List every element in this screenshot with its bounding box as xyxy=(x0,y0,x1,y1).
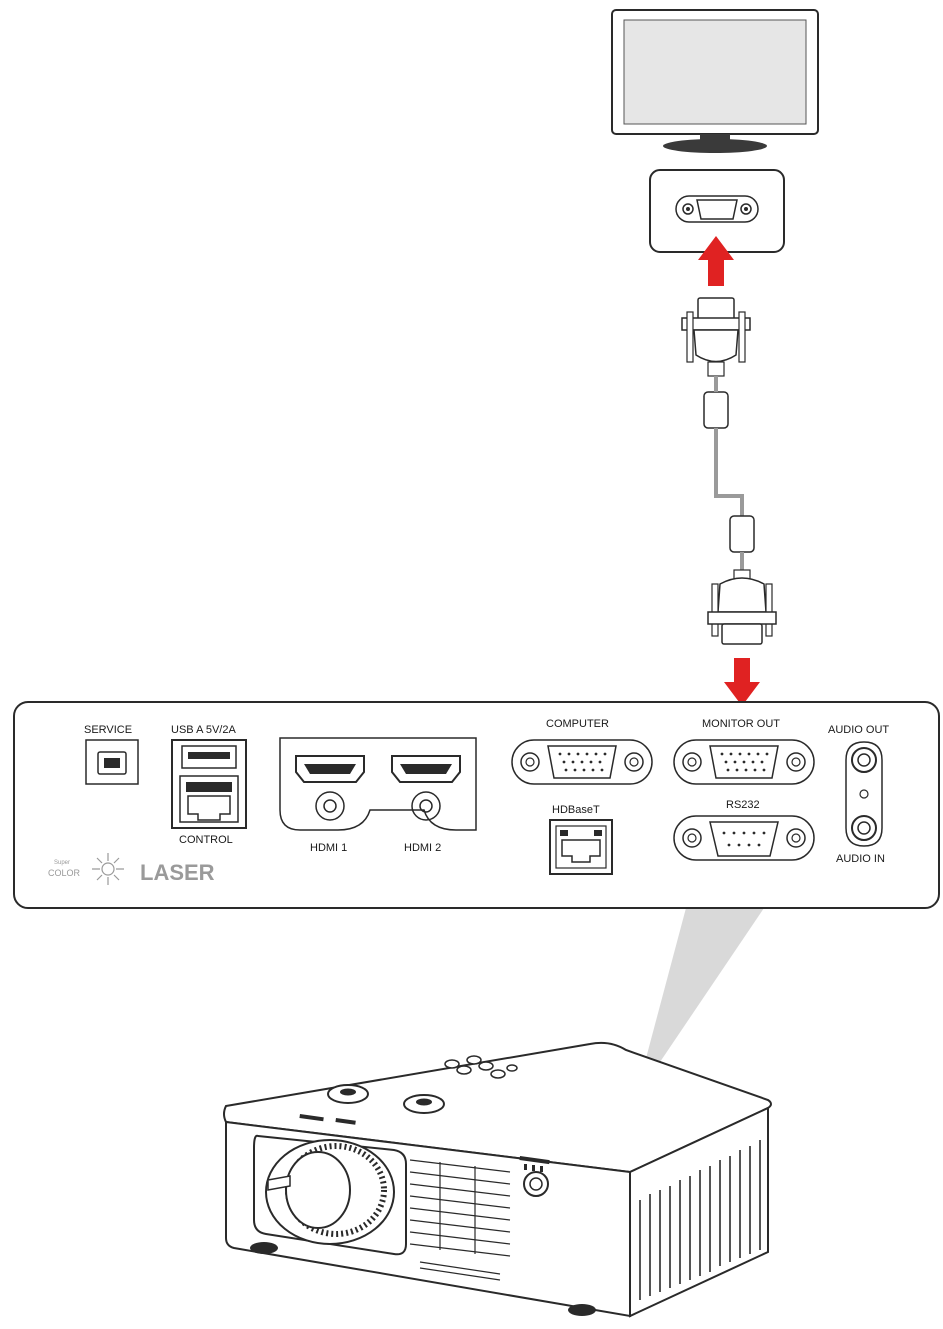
label-hdbaset: HDBaseT xyxy=(552,804,600,816)
computer-vga-port xyxy=(511,739,653,785)
callout-wedge xyxy=(645,908,764,1062)
audio-jacks xyxy=(845,741,883,847)
label-audio-in: AUDIO IN xyxy=(836,853,885,865)
monitor-vga-input xyxy=(649,169,785,253)
vga-plug-bottom xyxy=(707,569,777,645)
hdbaset-port xyxy=(549,819,613,875)
label-monitor-out: MONITOR OUT xyxy=(702,718,780,730)
arrow-down-icon xyxy=(724,658,760,706)
usb-control-block xyxy=(171,739,247,829)
hdmi1-port xyxy=(295,755,365,821)
projector xyxy=(223,1041,772,1318)
label-rs232: RS232 xyxy=(726,799,760,811)
svg-text:LASER: LASER xyxy=(140,860,215,885)
label-control: CONTROL xyxy=(179,834,233,846)
vga-cable xyxy=(703,376,755,570)
svg-text:Super: Super xyxy=(54,860,70,866)
label-audio-out: AUDIO OUT xyxy=(828,724,889,736)
monitor-out-vga-port xyxy=(673,739,815,785)
arrow-up-icon xyxy=(698,236,734,286)
label-computer: COMPUTER xyxy=(546,718,609,730)
svg-text:COLOR: COLOR xyxy=(48,868,81,878)
label-hdmi2: HDMI 2 xyxy=(404,842,441,854)
label-usb: USB A 5V/2A xyxy=(171,724,236,736)
hdmi2-port xyxy=(391,755,461,821)
service-port xyxy=(85,739,139,785)
vga-plug-top xyxy=(681,297,751,377)
monitor xyxy=(611,9,819,153)
rs232-port xyxy=(673,815,815,861)
label-service: SERVICE xyxy=(84,724,132,736)
super-color-laser-logo: Super COLOR LASER xyxy=(48,853,215,885)
label-hdmi1: HDMI 1 xyxy=(310,842,347,854)
